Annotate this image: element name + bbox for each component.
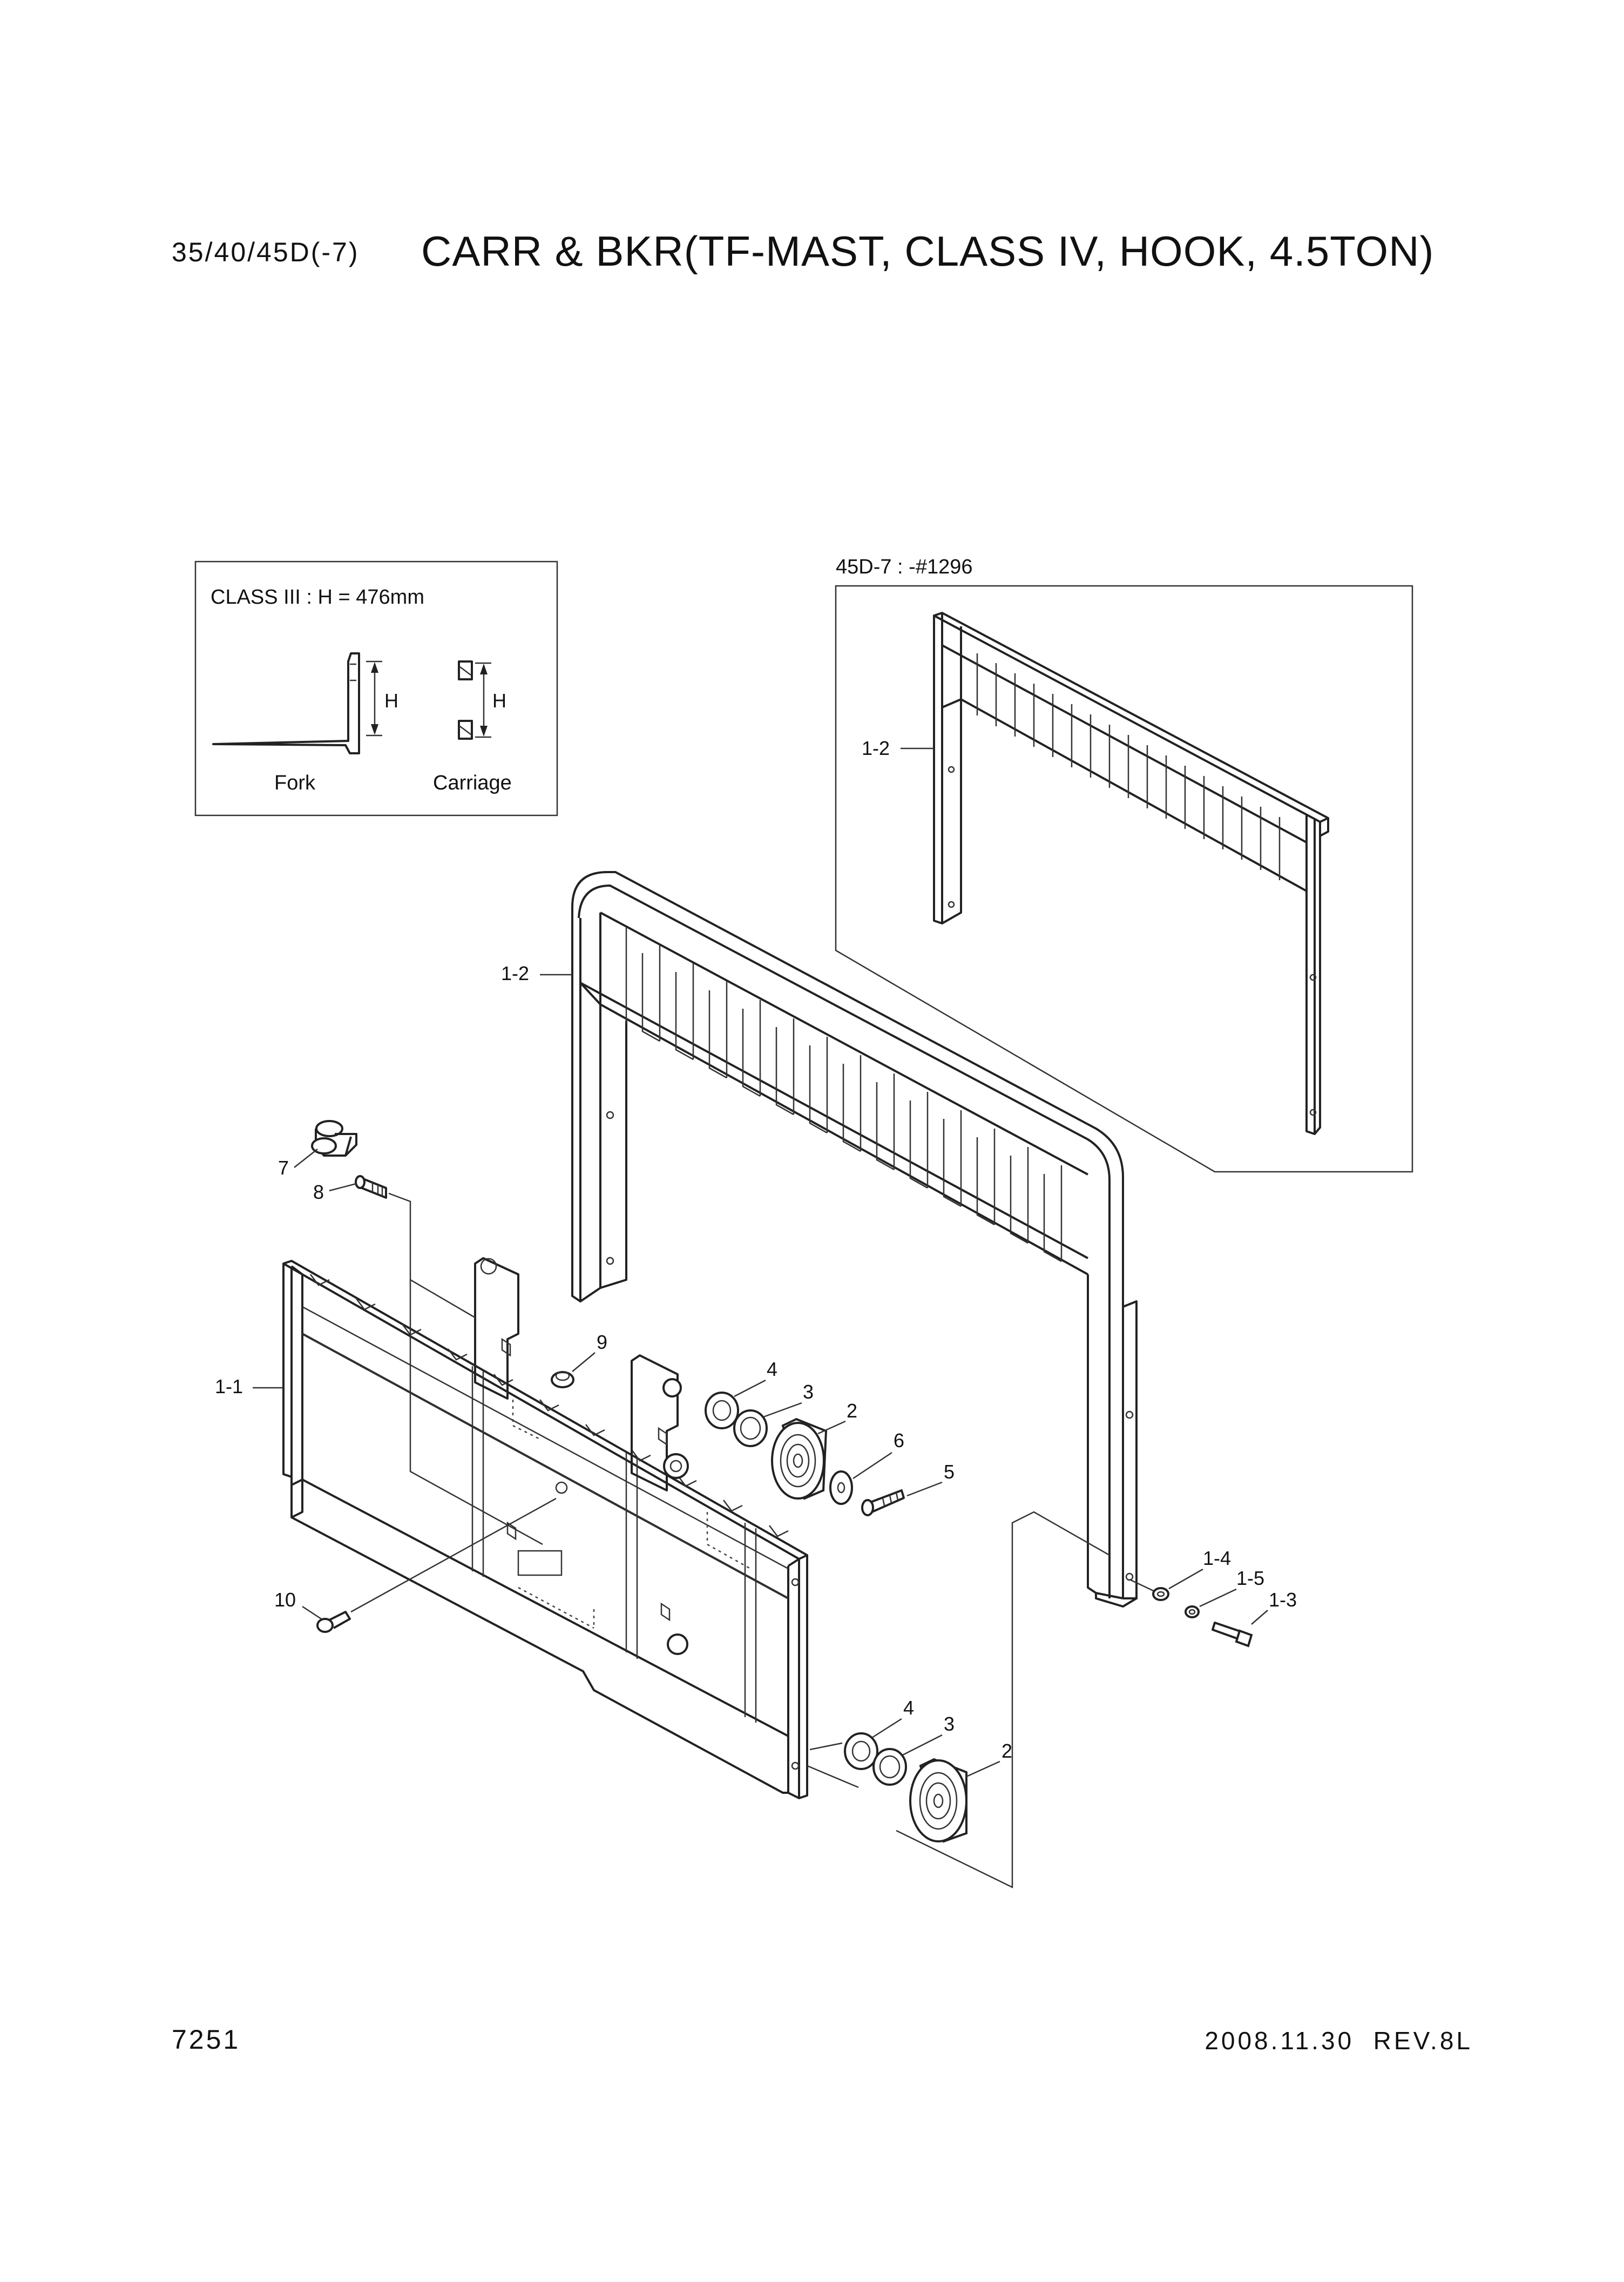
fork-label: Fork bbox=[274, 772, 316, 794]
callout-4-lower: 4 bbox=[903, 1697, 914, 1719]
shim-3-lower bbox=[872, 1748, 907, 1786]
callout-9: 9 bbox=[597, 1331, 607, 1353]
class-inset-frame bbox=[194, 561, 558, 816]
carriage-h-label: H bbox=[492, 690, 506, 712]
bolt-10 bbox=[316, 1611, 351, 1633]
shim-3-upper bbox=[733, 1409, 768, 1447]
bolt-5 bbox=[861, 1489, 905, 1516]
roller-2-lower bbox=[909, 1758, 967, 1843]
carriage-profile-drawing: H bbox=[458, 660, 506, 740]
variant-inset-frame bbox=[835, 585, 1413, 1173]
class-inset: CLASS III : H = 476mm H Fork H Carr bbox=[194, 561, 558, 816]
variant-backrest-drawing bbox=[933, 612, 1329, 1135]
shim-4-lower bbox=[844, 1732, 878, 1770]
page-title: CARR & BKR(TF-MAST, CLASS IV, HOOK, 4.5T… bbox=[421, 227, 1434, 275]
stopper-7 bbox=[311, 1120, 357, 1157]
variant-inset-caption: 45D-7 : -#1296 bbox=[836, 556, 973, 578]
fork-dimension-h: H bbox=[366, 660, 398, 737]
callout-4-upper: 4 bbox=[767, 1358, 777, 1380]
variant-inset: 45D-7 : -#1296 1-2 bbox=[835, 556, 1413, 1173]
roller-2-upper bbox=[771, 1417, 828, 1500]
callout-1-1: 1-1 bbox=[215, 1375, 243, 1397]
load-backrest-1-2 bbox=[571, 871, 1138, 1608]
callout-7: 7 bbox=[278, 1157, 289, 1179]
bolt-1-3 bbox=[1212, 1622, 1253, 1648]
callout-1-4: 1-4 bbox=[1203, 1547, 1231, 1569]
washer-1-5 bbox=[1185, 1605, 1200, 1618]
washer-1-4 bbox=[1152, 1587, 1169, 1601]
callout-8: 8 bbox=[313, 1181, 324, 1203]
callout-3-upper: 3 bbox=[803, 1381, 814, 1403]
callout-2-upper: 2 bbox=[847, 1400, 857, 1422]
page-number: 7251 bbox=[172, 2024, 241, 2055]
class-inset-caption: CLASS III : H = 476mm bbox=[211, 586, 424, 609]
callout-1-2: 1-2 bbox=[501, 962, 529, 984]
callout-5: 5 bbox=[944, 1461, 955, 1483]
callout-1-3: 1-3 bbox=[1269, 1589, 1297, 1611]
stud-8 bbox=[355, 1175, 387, 1199]
fork-profile-drawing bbox=[212, 652, 360, 754]
model-code: 35/40/45D(-7) bbox=[172, 237, 360, 267]
callout-1-5: 1-5 bbox=[1236, 1567, 1264, 1589]
washer-6 bbox=[829, 1470, 853, 1505]
carriage-1-1 bbox=[282, 1257, 808, 1799]
callout-6: 6 bbox=[894, 1429, 904, 1451]
callout-10: 10 bbox=[274, 1589, 296, 1611]
callout-3-lower: 3 bbox=[944, 1713, 955, 1735]
shim-4-upper bbox=[705, 1392, 739, 1429]
nut-9 bbox=[551, 1370, 574, 1388]
revision-date: 2008.11.30 REV.8L bbox=[1205, 2027, 1473, 2055]
callout-2-lower: 2 bbox=[1002, 1740, 1012, 1762]
fork-h-label: H bbox=[384, 690, 398, 712]
carriage-label: Carriage bbox=[433, 772, 512, 794]
variant-callout-1-2: 1-2 bbox=[862, 737, 890, 759]
